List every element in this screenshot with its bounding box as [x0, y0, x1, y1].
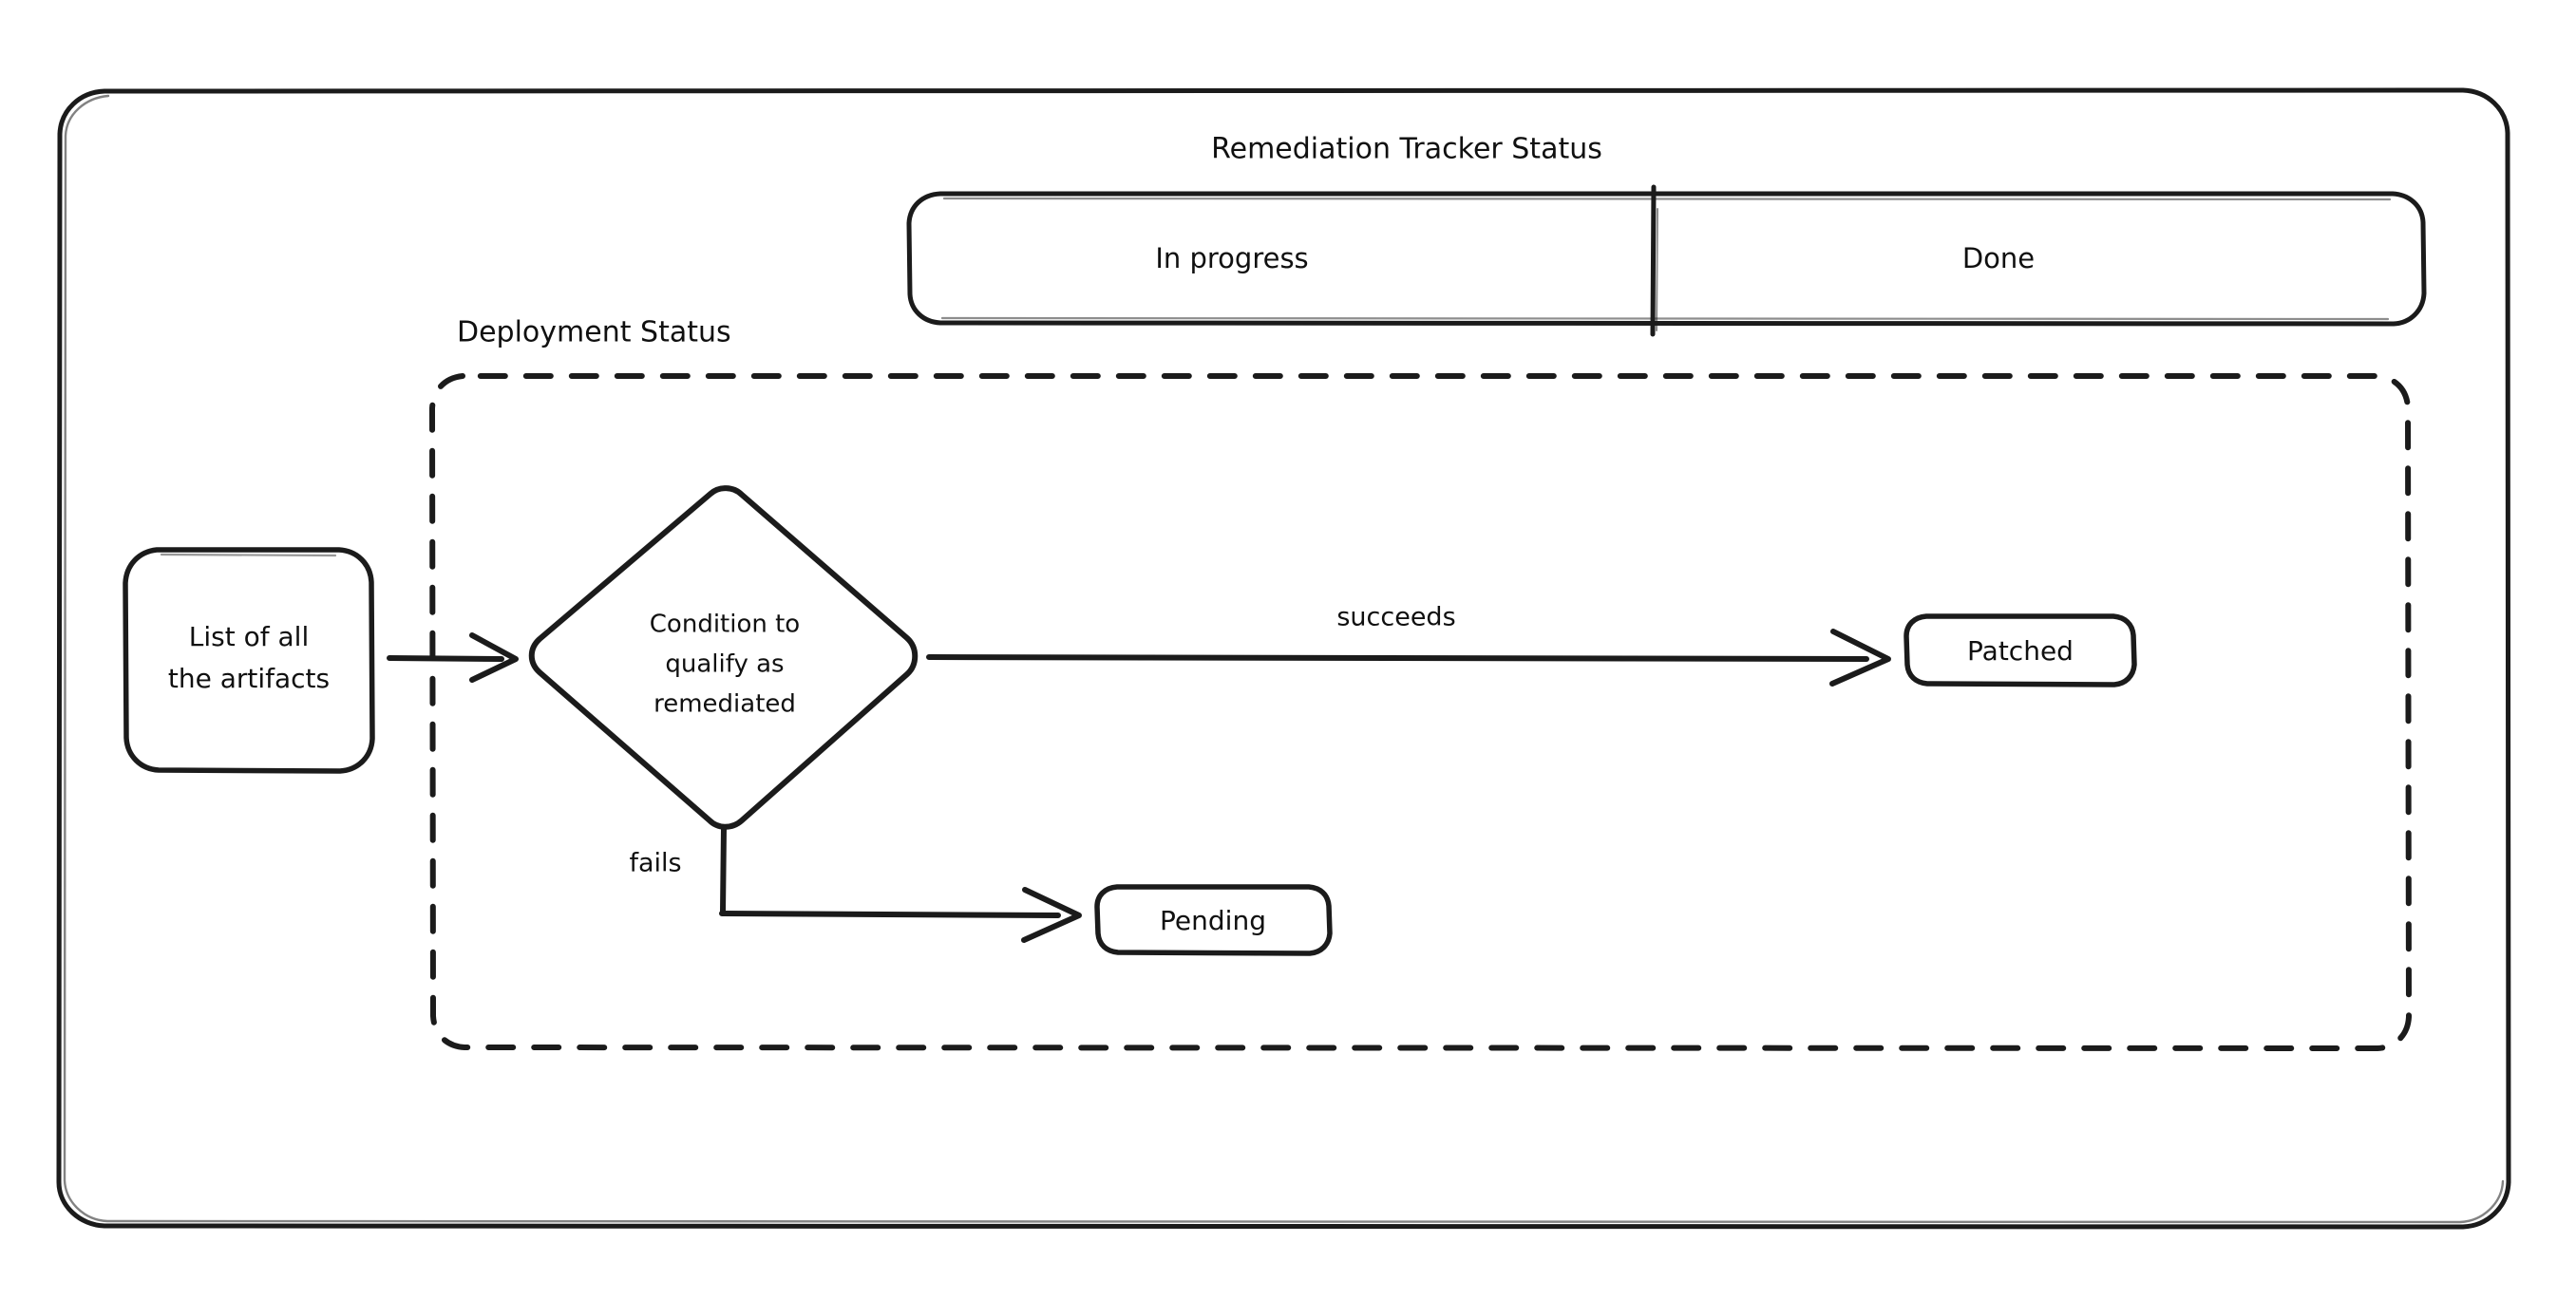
node-condition-to-qualify-as-remediated[interactable]: Condition to qualify as remediated	[528, 485, 919, 830]
remediation-tracker-status-bar	[906, 184, 2427, 337]
node-condition-line-2: qualify as	[665, 650, 784, 679]
node-artifacts-line-2: the artifacts	[168, 663, 330, 694]
edge-artifacts-to-condition	[387, 632, 519, 683]
edge-condition-to-pending: fails	[629, 825, 1082, 943]
group-label-deployment-status: Deployment Status	[457, 316, 731, 349]
swimlane-cell-done[interactable]: Done	[1962, 242, 2035, 274]
swimlane-title: Remediation Tracker Status	[1211, 133, 1602, 166]
node-pending-label: Pending	[1160, 905, 1266, 936]
edge-label-fails: fails	[629, 849, 681, 878]
swimlane-cell-in-progress[interactable]: In progress	[1155, 242, 1308, 274]
swimlane-cell-done-label: Done	[1962, 242, 2035, 274]
node-pending[interactable]: Pending	[1094, 884, 1333, 956]
edge-condition-to-patched: succeeds	[926, 603, 1891, 687]
node-patched[interactable]: Patched	[1904, 613, 2137, 687]
node-condition-line-1: Condition to	[650, 611, 800, 639]
node-artifacts-line-1: List of all	[189, 621, 309, 652]
node-list-of-all-the-artifacts[interactable]: List of all the artifacts	[123, 547, 375, 774]
node-condition-line-3: remediated	[653, 690, 796, 719]
deployment-status-group-border	[429, 373, 2412, 1051]
outer-frame	[56, 87, 2511, 1230]
swimlane-cell-in-progress-label: In progress	[1155, 242, 1308, 274]
edge-label-succeeds: succeeds	[1336, 603, 1455, 632]
node-patched-label: Patched	[1967, 635, 2074, 667]
